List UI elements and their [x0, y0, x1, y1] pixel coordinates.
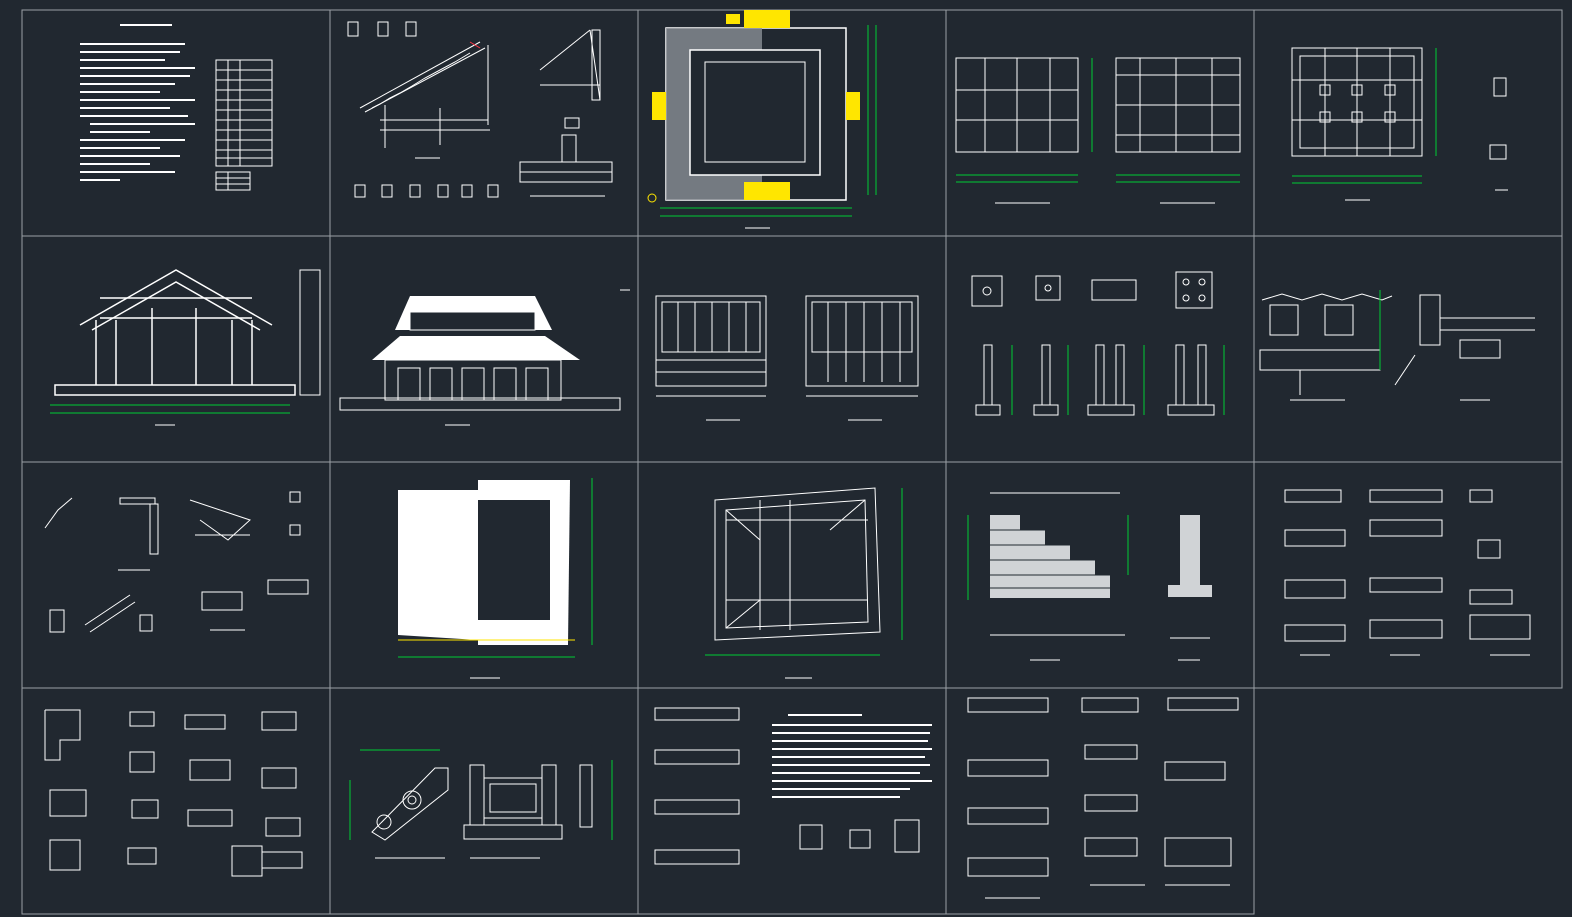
panel-column-grid-plan[interactable] — [1291, 47, 1508, 201]
panel-beam-layout-plans[interactable] — [955, 57, 1241, 204]
panel-beam-joint-details-a[interactable] — [1284, 489, 1531, 656]
panel-roof-plan[interactable] — [398, 478, 593, 679]
panel-roof-framing-plan[interactable] — [705, 487, 903, 679]
panel-beam-joint-details-b[interactable] — [967, 697, 1239, 899]
panel-cross-section[interactable] — [50, 269, 321, 426]
panel-lattice-door-elevations[interactable] — [655, 295, 919, 421]
panel-notes-and-table[interactable] — [80, 24, 273, 191]
panel-stair-wall-details[interactable] — [967, 492, 1212, 661]
panel-front-elevation[interactable] — [339, 289, 630, 426]
panel-text-and-sections[interactable] — [654, 707, 932, 865]
panel-bracket-set-details[interactable] — [1259, 290, 1535, 401]
panel-frames — [21, 9, 1563, 915]
panel-stone-railing-details[interactable] — [349, 749, 613, 859]
panel-site-plan[interactable] — [647, 10, 877, 229]
bracket-detail-marks — [347, 21, 580, 198]
panel-misc-details[interactable] — [44, 709, 303, 877]
panel-column-base-details[interactable] — [971, 271, 1225, 416]
panel-eave-details[interactable] — [44, 491, 309, 633]
panel-roof-section-details[interactable] — [347, 21, 613, 198]
